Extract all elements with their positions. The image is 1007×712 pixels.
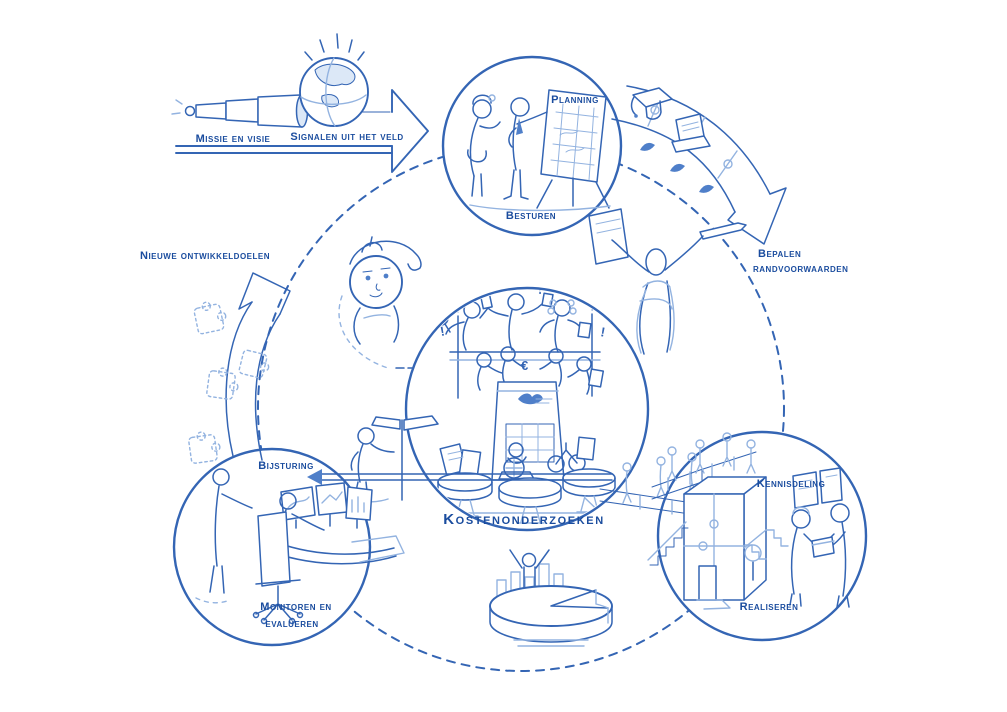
bird-logo-icon	[518, 393, 543, 405]
nieuwe-ontwikkeldoelen-arrow	[188, 272, 291, 464]
bijsturing-arrow	[307, 469, 613, 485]
monitoren-scene	[195, 468, 405, 625]
cheering-figure	[588, 208, 747, 355]
tree-icon	[744, 544, 762, 581]
debating-group	[476, 346, 605, 395]
puzzle-cube-building-icon	[683, 476, 767, 610]
presenter-man-figure	[503, 97, 548, 200]
platform-figure	[746, 439, 756, 474]
bepalen-puzzle-arrow	[611, 85, 787, 245]
monitoren-label-2: evalueren	[265, 618, 318, 630]
tiny-walker-figure	[644, 561, 660, 606]
check-bird-icon	[640, 142, 655, 151]
walker-figure	[622, 462, 632, 504]
box-icon	[811, 536, 835, 558]
dotted-puzzle-piece	[193, 301, 227, 335]
kostenonderzoeken-scene: ! ! ! ! ! ! €	[422, 282, 660, 606]
kennisdeling-label: Kennisdeling	[757, 478, 826, 490]
handover-figures	[789, 467, 850, 608]
telescope-icon	[171, 94, 309, 128]
platform-figure	[722, 432, 732, 467]
standing-analyst-figure	[209, 468, 253, 594]
kostenonderzoeken-label: Kostenonderzoeken	[443, 511, 605, 528]
platform-figure	[695, 439, 705, 474]
clipboard-icon	[587, 368, 605, 388]
pie-chart-icon	[489, 585, 613, 647]
bijsturing-label: Bijsturing	[258, 460, 314, 472]
realiseren-label: Realiseren	[740, 601, 799, 613]
euro-symbol: €	[521, 358, 528, 373]
walker-figure	[656, 456, 666, 498]
platform-figure	[667, 446, 677, 481]
monitoren-label-1: Monitoren en	[260, 601, 331, 613]
exclamation-mark: !	[599, 324, 606, 340]
bepalen-label-2: randvoorwaarden	[753, 263, 848, 275]
realiseren-scene	[647, 432, 850, 610]
planning-label: Planning	[551, 94, 599, 106]
dotted-puzzle-piece	[238, 349, 270, 379]
check-bird-icon	[670, 163, 685, 172]
laptop-icon	[671, 113, 711, 153]
platforms	[651, 432, 757, 500]
pen-icon	[699, 222, 747, 240]
presenter-woman-figure	[467, 94, 501, 197]
bepalen-label-1: Bepalen	[758, 248, 801, 260]
besturen-label: Besturen	[506, 210, 556, 222]
check-bird-icon	[699, 184, 714, 193]
graduation-cap-icon	[630, 87, 673, 120]
exclamation-mark: !	[537, 282, 542, 297]
exclamation-mark: !	[439, 323, 446, 339]
exclamation-mark: !	[445, 288, 451, 303]
dotted-puzzle-piece	[206, 367, 239, 400]
stairs-left-icon	[649, 527, 689, 566]
atlas-pie-chart	[489, 549, 613, 647]
monitor-wall-icon	[280, 482, 373, 529]
missie-label: Missie en visie	[196, 133, 271, 145]
dotted-puzzle-piece	[188, 431, 221, 464]
flipchart-icon	[540, 89, 607, 183]
confused-figure	[338, 236, 434, 378]
paper-icon	[588, 208, 629, 265]
besturen-scene: Planning	[467, 89, 611, 212]
globe-icon	[299, 33, 369, 127]
nieuwe-ontwikkeldoelen-label: Nieuwe ontwikkeldoelen	[140, 250, 270, 262]
podium	[491, 381, 565, 481]
signalen-label: Signalen uit het veld	[290, 131, 403, 143]
seated-analyst-figure	[252, 492, 325, 625]
